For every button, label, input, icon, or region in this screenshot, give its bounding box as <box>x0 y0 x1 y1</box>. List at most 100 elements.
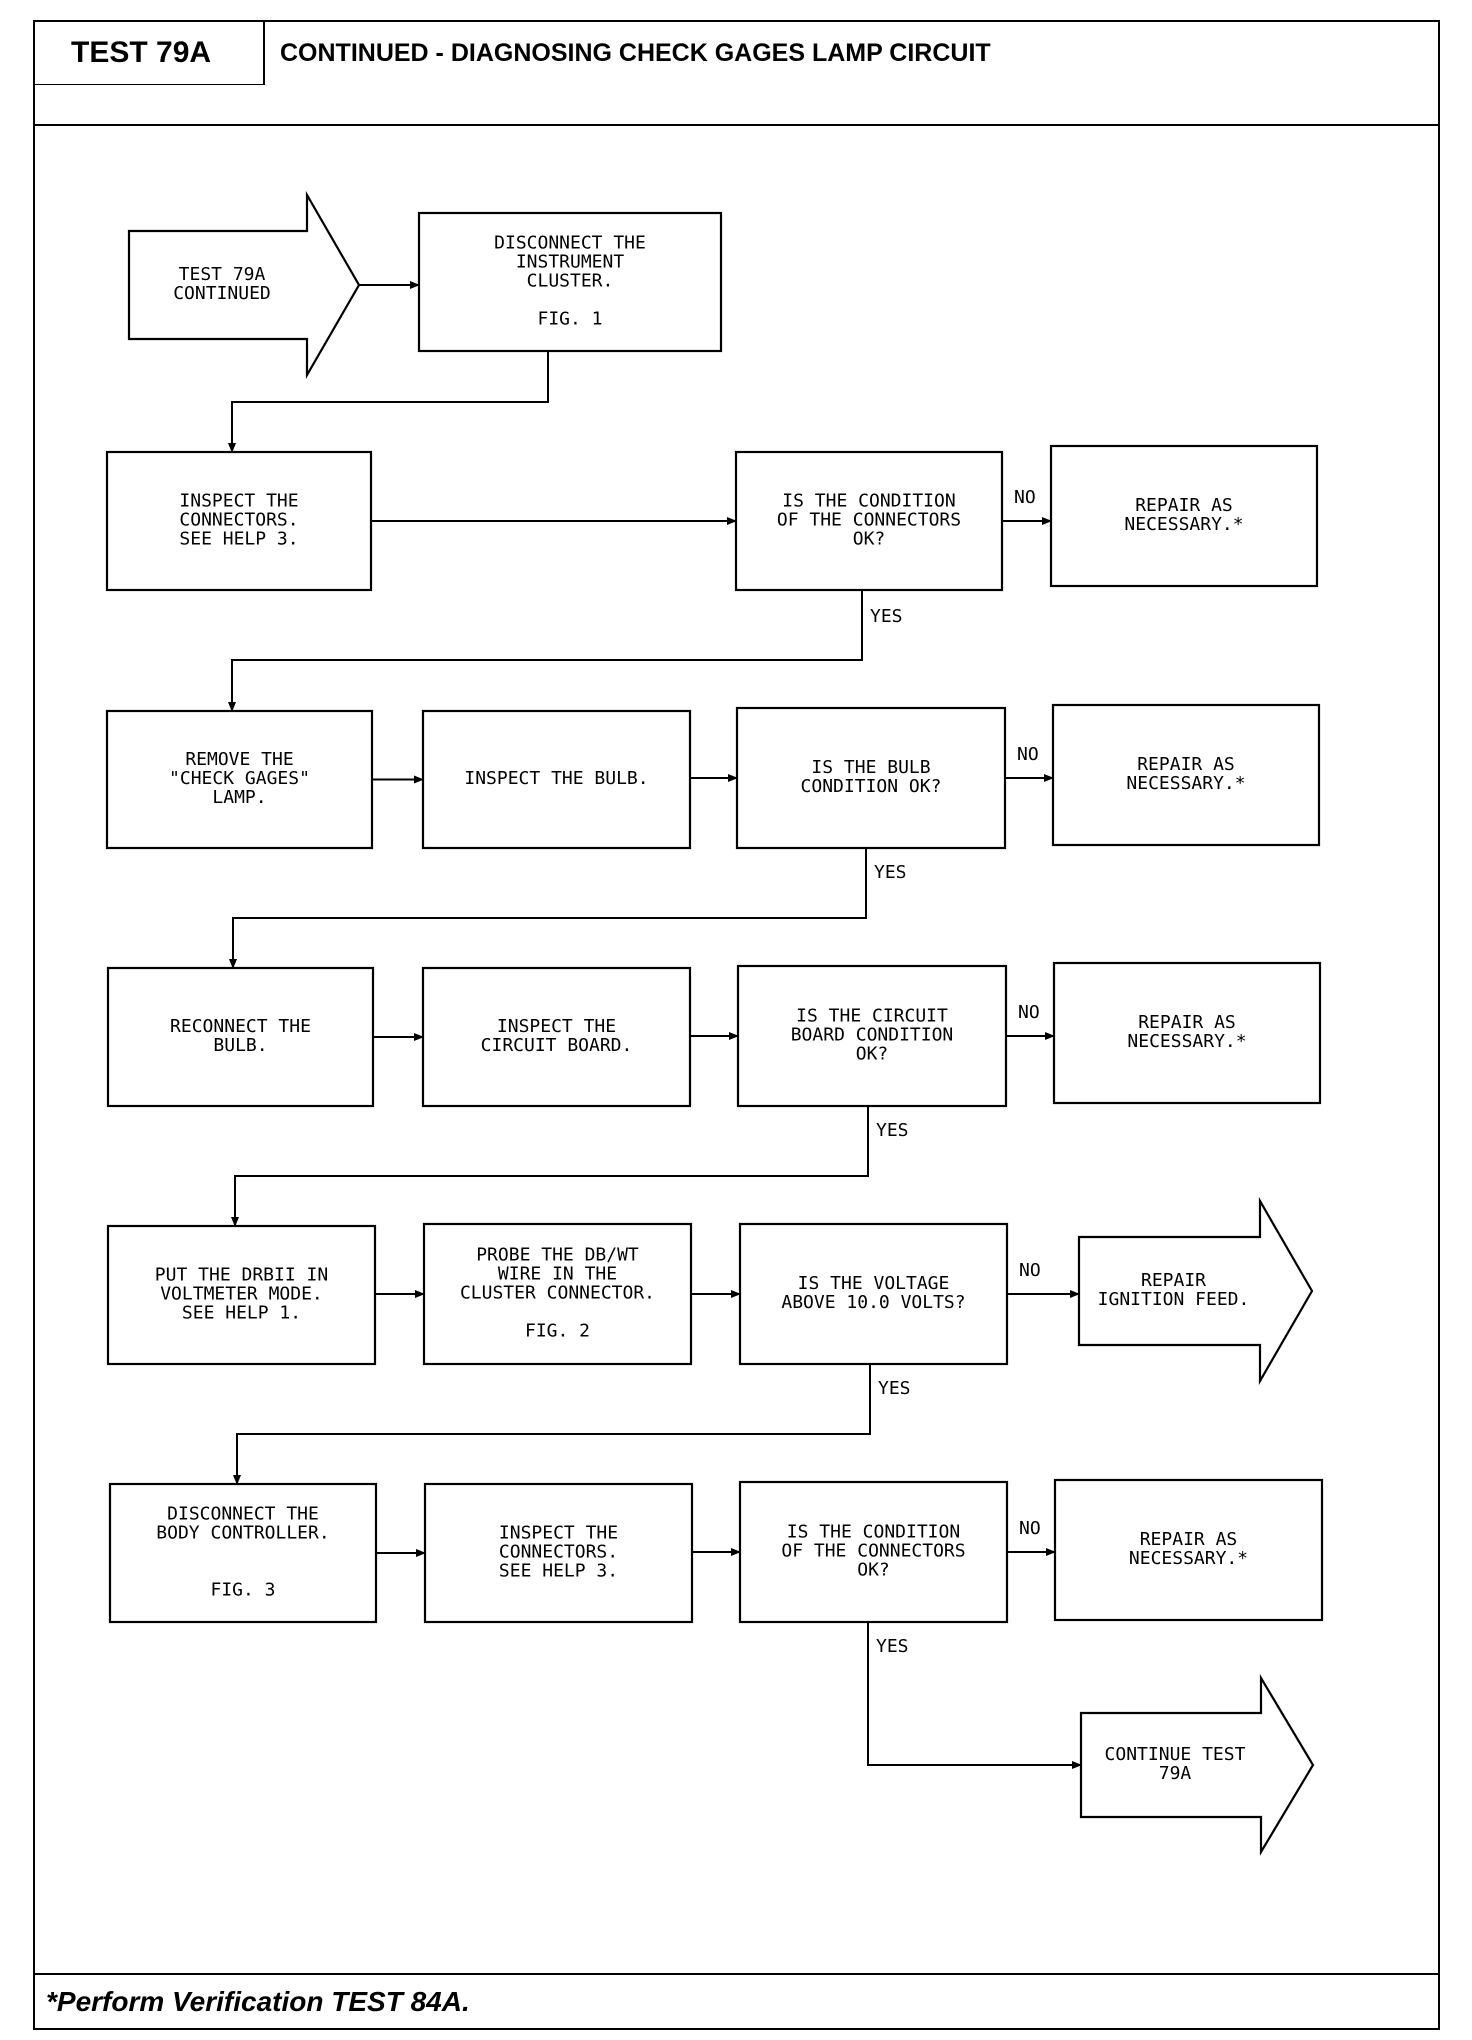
step-q-volt-text: IS THE VOLTAGE <box>798 1273 950 1294</box>
edge-label-yes: YES <box>878 1378 911 1399</box>
step-q-conn1-text: IS THE CONDITION <box>782 491 955 512</box>
edge-label-yes: YES <box>876 1636 909 1657</box>
test-id-label: TEST 79A <box>35 22 265 84</box>
step-remove-lamp <box>105 709 374 850</box>
step-rep2 <box>1051 703 1321 847</box>
step-insp-conn2 <box>423 1482 694 1624</box>
step-cont-text: 79A <box>1159 1763 1192 1784</box>
step-reconnect-text: RECONNECT THE <box>170 1016 311 1037</box>
step-rep4-text: NECESSARY.* <box>1129 1548 1248 1569</box>
step-reconnect-text: BULB. <box>213 1035 267 1056</box>
step-disc-body-text: BODY CONTROLLER. <box>156 1523 329 1544</box>
step-rep-ign <box>1077 1196 1314 1386</box>
header-divider <box>35 84 265 85</box>
step-q-conn1-text: OK? <box>853 529 886 550</box>
step-q-conn2 <box>738 1480 1009 1624</box>
step-disc-cluster-text: DISCONNECT THE <box>494 233 646 254</box>
edge-label-no: NO <box>1014 487 1036 508</box>
step-drb-text: SEE HELP 1. <box>182 1303 301 1324</box>
step-q-board-text: IS THE CIRCUIT <box>796 1006 948 1027</box>
step-q-volt <box>738 1222 1009 1366</box>
step-rep1-text: REPAIR AS <box>1135 495 1233 516</box>
step-rep3-text: NECESSARY.* <box>1127 1031 1246 1052</box>
step-disc-body-text: DISCONNECT THE <box>167 1504 319 1525</box>
step-insp-conn1-text: SEE HELP 3. <box>179 529 298 550</box>
step-drb-text: PUT THE DRBII IN <box>155 1265 328 1286</box>
step-insp-board-text: CIRCUIT BOARD. <box>481 1035 633 1056</box>
edge-label-no: NO <box>1018 1002 1040 1023</box>
step-rep4 <box>1053 1478 1324 1622</box>
step-drb <box>106 1224 377 1366</box>
step-insp-bulb-text: INSPECT THE BULB. <box>464 768 648 789</box>
step-disc-cluster <box>417 211 723 353</box>
step-remove-lamp-text: LAMP. <box>212 787 266 808</box>
step-disc-cluster-text: CLUSTER. <box>527 271 614 292</box>
step-rep2-text: NECESSARY.* <box>1126 773 1245 794</box>
step-q-board <box>736 964 1008 1108</box>
step-probe-text: WIRE IN THE <box>498 1264 617 1285</box>
edge-label-yes: YES <box>874 862 907 883</box>
step-q-board-text: BOARD CONDITION <box>791 1025 954 1046</box>
step-insp-conn2-text: INSPECT THE <box>499 1523 618 1544</box>
step-q-conn2-text: IS THE CONDITION <box>787 1522 960 1543</box>
step-q-volt-text: ABOVE 10.0 VOLTS? <box>781 1292 965 1313</box>
footer-note: *Perform Verification TEST 84A. <box>46 1986 470 2017</box>
step-insp-conn2-text: CONNECTORS. <box>499 1542 618 1563</box>
step-q-bulb <box>735 706 1007 850</box>
step-remove-lamp-text: "CHECK GAGES" <box>169 768 310 789</box>
step-rep-ign-text: IGNITION FEED. <box>1098 1289 1250 1310</box>
step-q-bulb-text: CONDITION OK? <box>801 776 942 797</box>
step-rep-ign-text: REPAIR <box>1141 1270 1206 1291</box>
edge-label-no: NO <box>1019 1260 1041 1281</box>
connector-line <box>233 1364 871 1485</box>
edge-label-no: NO <box>1019 1518 1041 1539</box>
step-q-conn1-text: OF THE CONNECTORS <box>777 510 961 531</box>
step-drb-text: VOLTMETER MODE. <box>160 1284 323 1305</box>
step-disc-body <box>108 1482 378 1624</box>
step-rep1-text: NECESSARY.* <box>1124 514 1243 535</box>
step-reconnect <box>106 966 375 1108</box>
page-frame <box>33 20 1440 2030</box>
step-remove-lamp-text: REMOVE THE <box>185 749 293 770</box>
step-disc-cluster-text: INSTRUMENT <box>516 252 625 273</box>
step-cont-text: CONTINUE TEST <box>1105 1744 1246 1765</box>
footer-rule <box>35 1973 1438 1975</box>
page-title: CONTINUED - DIAGNOSING CHECK GAGES LAMP … <box>280 38 991 67</box>
step-start-text: TEST 79A <box>179 264 266 285</box>
step-insp-board <box>421 966 692 1108</box>
step-start-text: CONTINUED <box>173 283 271 304</box>
step-rep1 <box>1049 444 1319 588</box>
step-q-conn1 <box>734 450 1004 592</box>
header-bottom-rule <box>35 124 1438 126</box>
step-rep4-text: REPAIR AS <box>1140 1529 1238 1550</box>
edge-label-yes: YES <box>876 1120 909 1141</box>
step-disc-cluster-text: FIG. 1 <box>537 309 602 330</box>
step-q-conn2-text: OF THE CONNECTORS <box>781 1541 965 1562</box>
edge-label-no: NO <box>1017 744 1039 765</box>
connector-line <box>867 1622 1082 1769</box>
connector-line <box>228 590 863 712</box>
connector-line <box>228 351 549 453</box>
step-insp-bulb <box>421 709 692 850</box>
step-q-board-text: OK? <box>856 1044 889 1065</box>
step-rep3-text: REPAIR AS <box>1138 1012 1236 1033</box>
step-probe <box>422 1222 693 1366</box>
step-rep3 <box>1052 961 1322 1105</box>
connector-line <box>229 848 867 969</box>
step-insp-conn1-text: INSPECT THE <box>179 491 298 512</box>
step-rep2-text: REPAIR AS <box>1137 754 1235 775</box>
step-disc-body-text: FIG. 3 <box>210 1580 275 1601</box>
step-cont <box>1079 1674 1315 1856</box>
step-q-conn2-text: OK? <box>857 1560 890 1581</box>
step-start <box>127 190 361 380</box>
step-q-bulb-text: IS THE BULB <box>811 757 930 778</box>
step-insp-conn2-text: SEE HELP 3. <box>499 1561 618 1582</box>
step-probe-text: FIG. 2 <box>525 1321 590 1342</box>
step-insp-conn1-text: CONNECTORS. <box>179 510 298 531</box>
connector-line <box>231 1106 869 1227</box>
step-probe-text: CLUSTER CONNECTOR. <box>460 1283 655 1304</box>
step-insp-conn1 <box>105 450 373 592</box>
step-probe-text: PROBE THE DB/WT <box>476 1245 639 1266</box>
edge-label-yes: YES <box>870 606 903 627</box>
